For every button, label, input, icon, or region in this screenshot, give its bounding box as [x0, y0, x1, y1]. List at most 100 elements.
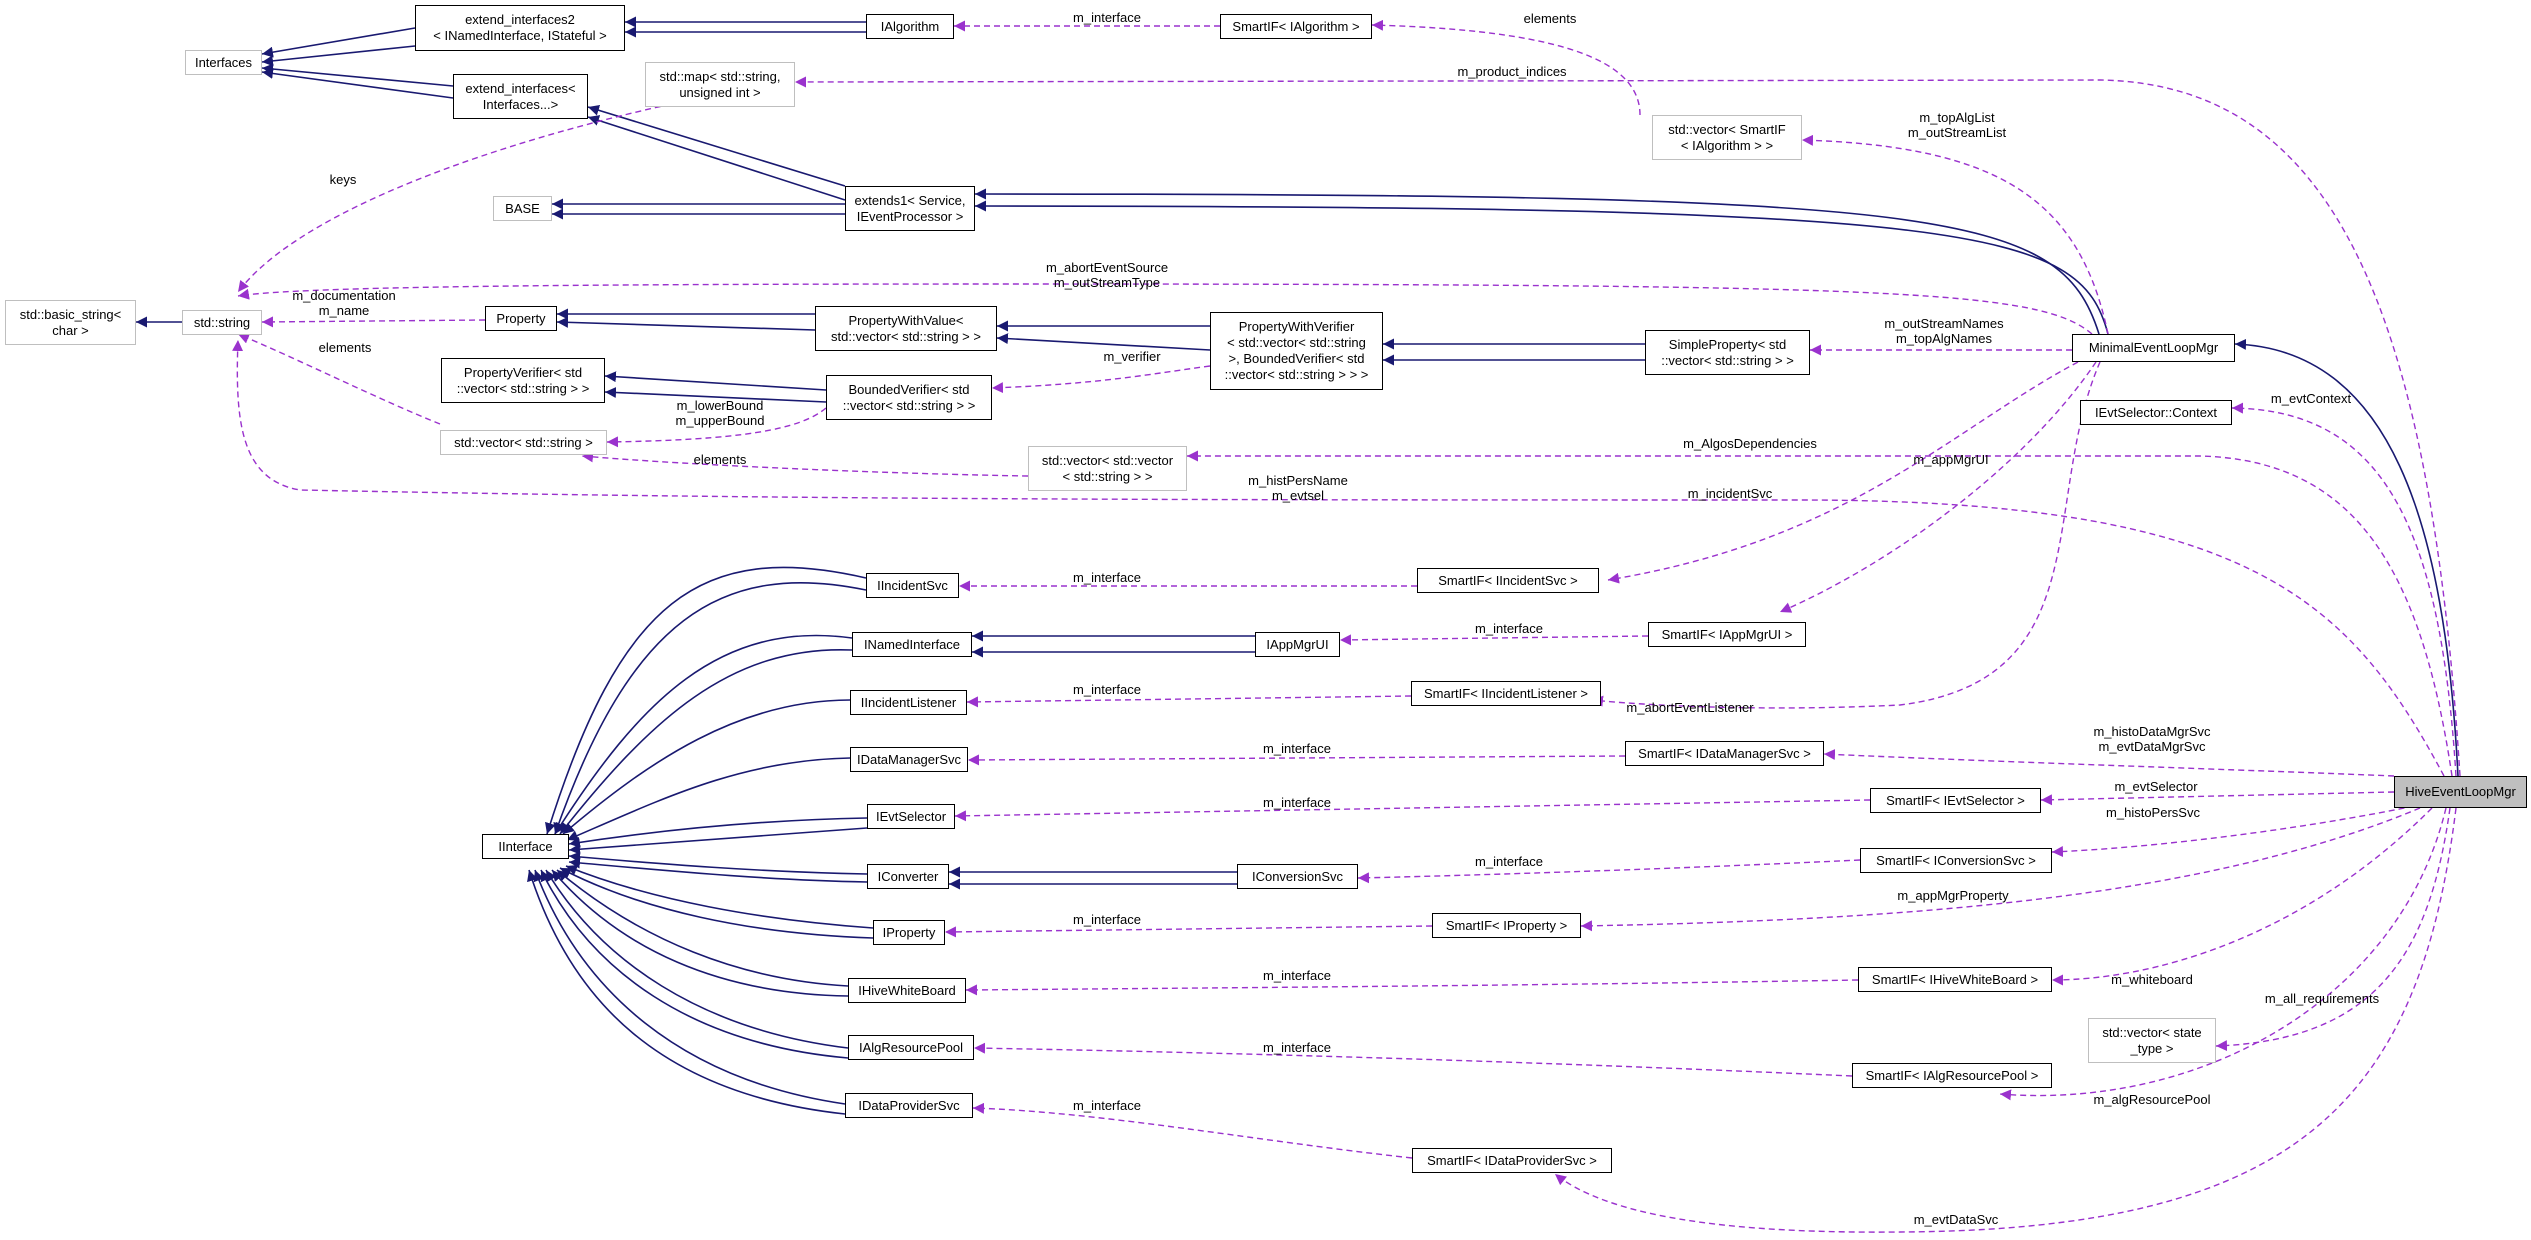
edge-hive-m-whiteboard [2051, 807, 2433, 986]
node-hive-event-loop-mgr[interactable]: HiveEventLoopMgr [2394, 776, 2527, 808]
edge-extend-interfaces-to-interfaces-2 [261, 68, 454, 99]
label-m-interface-iconversionsvc: m_interface [1475, 854, 1543, 869]
edge-hive-m-all-requirements [2215, 807, 2451, 1052]
label-m-histodatamgrsvc: m_histoDataMgrSvc m_evtDataMgrSvc [2093, 724, 2211, 754]
node-iconversionsvc[interactable]: IConversionSvc [1237, 864, 1358, 889]
label-m-outstreamnames: m_outStreamNames m_topAlgNames [1884, 316, 2004, 346]
edge-extends1-to-extend-interfaces [587, 104, 846, 187]
label-m-appmgrui: m_appMgrUI [1913, 452, 1989, 467]
node-iincidentlistener[interactable]: IIncidentListener [850, 690, 967, 715]
label-elements-vector-string: elements [318, 340, 372, 355]
node-vector-state-type[interactable]: std::vector< state _type > [2088, 1018, 2216, 1063]
node-smartif-iincidentsvc[interactable]: SmartIF< IIncidentSvc > [1417, 568, 1599, 593]
edge-hive-m-evtselector [2040, 791, 2395, 806]
edge-iincidentsvc-to-iinterface [545, 566, 867, 835]
edge-hive-m-histpersname [232, 339, 2445, 777]
edge-vector-smartif-elements [1371, 19, 1641, 116]
label-m-incidentsvc: m_incidentSvc [1687, 486, 1773, 501]
edge-iconverter-to-iinterface-2 [568, 857, 868, 883]
node-iincidentsvc[interactable]: IIncidentSvc [866, 573, 959, 598]
edge-iincidentsvc-to-iinterface-2 [553, 582, 867, 835]
node-smartif-iconversionsvc[interactable]: SmartIF< IConversionSvc > [1860, 848, 2052, 873]
node-std-string[interactable]: std::string [182, 310, 262, 335]
edge-vecvec-elements [581, 451, 1029, 477]
edge-minimal-to-extends1 [974, 188, 2100, 335]
edge-hive-m-product-indices [794, 76, 2461, 777]
node-property[interactable]: Property [485, 306, 557, 331]
node-extend-interfaces[interactable]: extend_interfaces< Interfaces...> [453, 74, 588, 119]
node-iproperty[interactable]: IProperty [873, 920, 945, 945]
node-smartif-ihivewhiteboard[interactable]: SmartIF< IHiveWhiteBoard > [1858, 967, 2052, 992]
edge-ialgresourcepool-to-iinterface [545, 869, 849, 1049]
label-m-aborteventsource: m_abortEventSource m_outStreamType [1045, 260, 1169, 290]
node-iconverter[interactable]: IConverter [867, 864, 949, 889]
node-smartif-ievtselector[interactable]: SmartIF< IEvtSelector > [1870, 788, 2041, 813]
edge-smartif-iproperty-m-interface [944, 925, 1433, 938]
label-m-evtdatasvc: m_evtDataSvc [1913, 1212, 1999, 1227]
node-idataprovidersvc[interactable]: IDataProviderSvc [845, 1093, 973, 1118]
label-m-all-requirements: m_all_requirements [2264, 991, 2380, 1006]
node-ievtselector[interactable]: IEvtSelector [867, 804, 955, 829]
edge-minimal-m-topalglist [1801, 134, 2109, 335]
edge-ievtselector-to-iinterface [568, 817, 868, 848]
node-extend-interfaces2[interactable]: extend_interfaces2 < INamedInterface, IS… [415, 5, 625, 51]
label-m-interface-ihivewhiteboard: m_interface [1263, 968, 1331, 983]
node-idatamanagersvc[interactable]: IDataManagerSvc [850, 747, 968, 772]
node-base[interactable]: BASE [493, 196, 552, 221]
edge-smartif-ihivewhiteboard-m-interface [965, 979, 1859, 996]
edge-smartif-iconversionsvc-m-interface [1357, 859, 1861, 884]
edge-minimal-m-appmgrui [1779, 361, 2097, 613]
edge-property-m-documentation [261, 316, 486, 328]
node-inamedinterface[interactable]: INamedInterface [852, 632, 972, 657]
label-m-interface-idatamanagersvc: m_interface [1263, 741, 1331, 756]
edge-bounded-m-lowerbound [606, 407, 827, 448]
label-m-product-indices: m_product_indices [1457, 64, 1567, 79]
node-basic-string[interactable]: std::basic_string< char > [5, 300, 136, 345]
edge-smartif-iincidentlistener-m-interface [966, 695, 1412, 708]
edge-idataprovider-to-iinterface [533, 869, 846, 1105]
label-m-verifier: m_verifier [1103, 349, 1161, 364]
node-ihivewhiteboard[interactable]: IHiveWhiteBoard [848, 978, 966, 1003]
node-property-verifier[interactable]: PropertyVerifier< std ::vector< std::str… [441, 358, 605, 403]
node-iinterface[interactable]: IInterface [482, 834, 569, 859]
node-interfaces[interactable]: Interfaces [185, 50, 262, 75]
node-smartif-idatamanagersvc[interactable]: SmartIF< IDataManagerSvc > [1625, 741, 1824, 766]
label-m-interface-idataprovider: m_interface [1073, 1098, 1141, 1113]
node-ialgresourcepool[interactable]: IAlgResourcePool [848, 1035, 974, 1060]
node-iappmgrui[interactable]: IAppMgrUI [1255, 632, 1340, 657]
label-m-whiteboard: m_whiteboard [2111, 972, 2193, 987]
node-property-with-value[interactable]: PropertyWithValue< std::vector< std::str… [815, 306, 997, 351]
edge-smartif-idataprovider-m-interface [972, 1102, 1413, 1159]
node-minimal-event-loop-mgr[interactable]: MinimalEventLoopMgr [2072, 334, 2235, 362]
label-m-algresourcepool: m_algResourcePool [2093, 1092, 2211, 1107]
node-smartif-iproperty[interactable]: SmartIF< IProperty > [1432, 913, 1581, 938]
label-m-histopersvc: m_histoPersSvc [2106, 805, 2200, 820]
node-smartif-ialgresourcepool[interactable]: SmartIF< IAlgResourcePool > [1852, 1063, 2052, 1088]
node-smartif-iincidentlistener[interactable]: SmartIF< IIncidentListener > [1411, 681, 1601, 706]
edge-hive-m-evtdatasvc [1554, 807, 2457, 1233]
edge-minimal-m-incidentsvc [1607, 361, 2079, 584]
node-smartif-idataprovidersvc[interactable]: SmartIF< IDataProviderSvc > [1412, 1148, 1612, 1173]
edge-ihive-to-iinterface-2 [551, 869, 849, 997]
node-property-with-verifier[interactable]: PropertyWithVerifier < std::vector< std:… [1210, 312, 1383, 390]
node-vector-smartif-ialgorithm[interactable]: std::vector< SmartIF < IAlgorithm > > [1652, 115, 1802, 160]
edge-iincidentlistener-to-iinterface [562, 699, 851, 835]
edge-extends1-to-extend-interfaces-2 [587, 115, 846, 201]
edge-iproperty-to-iinterface-2 [559, 867, 874, 939]
node-ievtselector-context[interactable]: IEvtSelector::Context [2080, 400, 2232, 425]
node-ialgorithm[interactable]: IAlgorithm [866, 14, 954, 39]
edge-ihive-to-iinterface [556, 869, 849, 987]
node-simple-property[interactable]: SimpleProperty< std ::vector< std::strin… [1645, 330, 1810, 375]
node-smartif-iappmgrui[interactable]: SmartIF< IAppMgrUI > [1648, 622, 1806, 647]
edge-smartif-idatamanagersvc-m-interface [967, 754, 1626, 766]
edge-inamed-to-iinterface-2 [559, 649, 853, 835]
node-smartif-ialgorithm[interactable]: SmartIF< IAlgorithm > [1220, 14, 1372, 39]
node-vector-vector-string[interactable]: std::vector< std::vector < std::string >… [1028, 446, 1187, 491]
node-map-string-uint[interactable]: std::map< std::string, unsigned int > [645, 62, 795, 107]
edge-pwv-to-property-2 [556, 316, 816, 331]
node-extends1[interactable]: extends1< Service, IEventProcessor > [845, 186, 975, 231]
label-m-histpersname: m_histPersName m_evtsel [1248, 473, 1348, 503]
node-vector-string[interactable]: std::vector< std::string > [440, 430, 607, 455]
edge-idataprovider-to-iinterface-2 [527, 869, 846, 1115]
node-bounded-verifier[interactable]: BoundedVerifier< std ::vector< std::stri… [826, 375, 992, 420]
